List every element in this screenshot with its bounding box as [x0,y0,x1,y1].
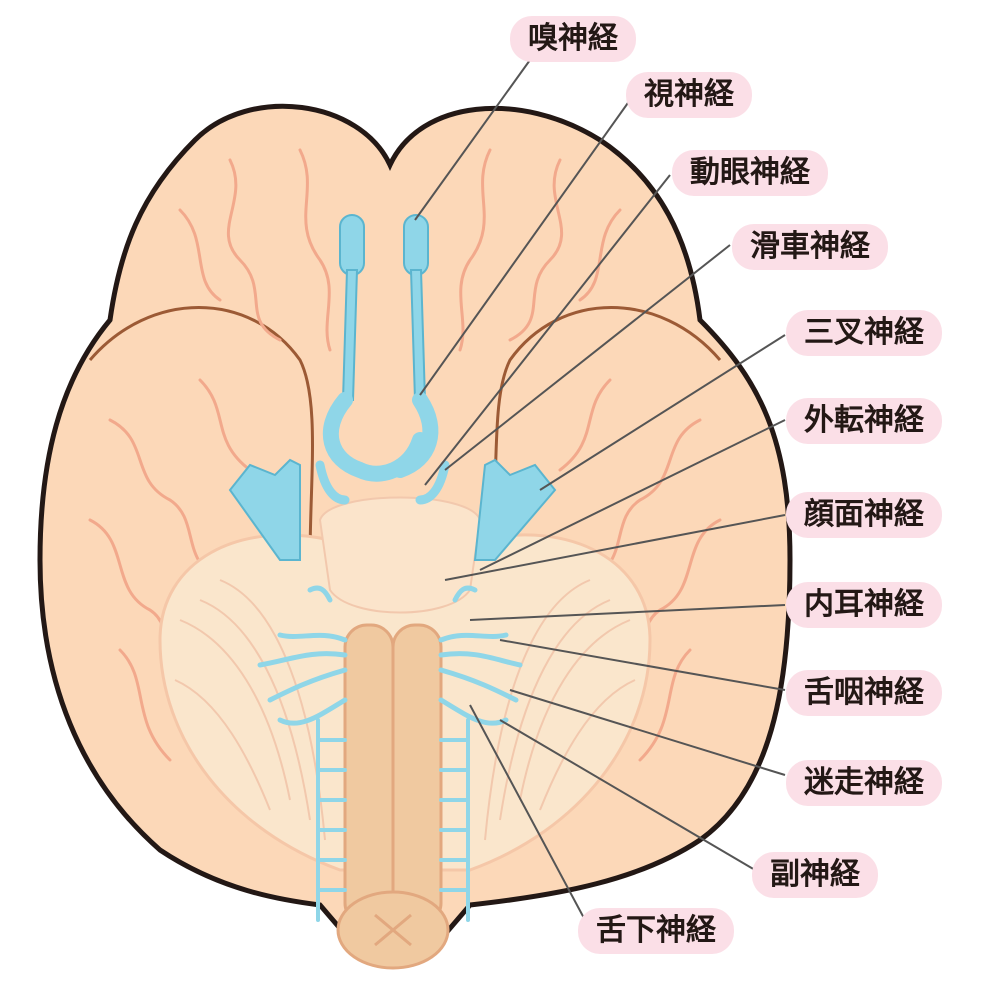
leader-lines [414,59,786,921]
medulla-left [343,623,395,927]
label-trochlear-nerve: 滑車神経 [732,224,888,270]
accessory-nerve-rungs [316,718,470,922]
label-accessory-nerve: 副神経 [752,852,878,898]
label-glossopharyngeal-nerve: 舌咽神経 [786,670,942,716]
label-vagus-nerve: 迷走神経 [786,760,942,806]
trigeminal-nerves [228,458,557,561]
label-vestibulocochlear-nerve: 内耳神経 [786,582,942,628]
label-hypoglossal-nerve: 舌下神経 [578,908,734,954]
label-trigeminal-nerve: 三叉神経 [786,310,942,356]
olfactory-nerves [339,214,429,401]
label-oculomotor-nerve: 動眼神経 [672,150,828,196]
label-abducens-nerve: 外転神経 [786,398,942,444]
cerebellum-folia [174,579,636,841]
medulla-right [391,623,443,927]
optic-nerves [322,392,439,482]
midbrain-nerves [315,460,450,505]
brainstem-nerve-rootlets [257,585,523,726]
temporal-lobe-left-edge [88,306,314,561]
label-olfactory-nerve: 嗅神経 [510,16,636,62]
label-optic-nerve: 視神経 [626,72,752,118]
label-facial-nerve: 顔面神経 [786,492,942,538]
